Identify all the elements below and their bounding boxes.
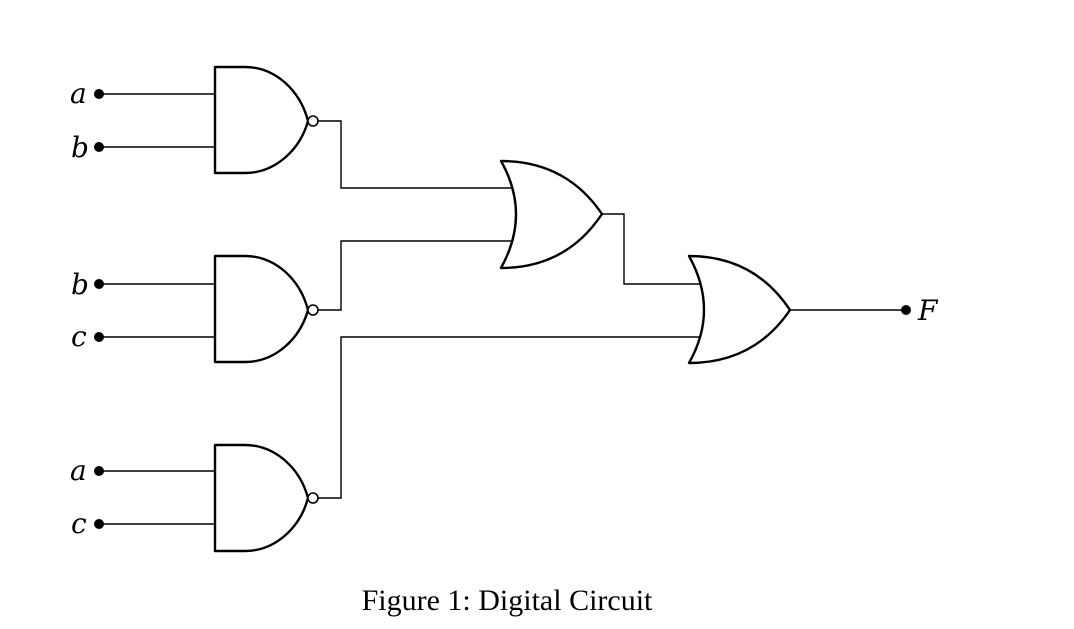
wire-nand1-to-or1 [318,120,514,189]
input-terminals [94,89,104,529]
or-gate-2 [687,254,792,365]
or-gate-1 [499,159,604,270]
terminal-dot [94,89,104,99]
input-label-c2: c [71,507,87,540]
inversion-bubble [307,115,319,127]
nand-gate-2 [213,254,319,364]
terminal-dot [94,279,104,289]
inversion-bubble [307,304,319,316]
figure-caption: Figure 1: Digital Circuit [361,584,653,617]
terminal-dot [94,142,104,152]
input-label-b2: b [71,268,89,301]
internal-wires [318,120,906,499]
wire-nand2-to-or1 [318,240,514,311]
output-terminal-dot [901,305,911,315]
inversion-bubble [307,492,319,504]
nand-gate-3 [213,443,319,553]
input-wires [99,93,215,525]
terminal-dot [94,519,104,529]
input-label-b1: b [71,131,89,164]
output-label: F [917,294,939,327]
terminal-dot [94,332,104,342]
input-label-a2: a [70,454,87,487]
input-labels: a b b c a c [70,77,89,540]
wire-or1-to-or2 [602,213,703,285]
wire-nand3-to-or2 [318,336,703,499]
terminal-dot [94,466,104,476]
nand-gate-1 [213,65,319,175]
input-label-c1: c [71,320,87,353]
input-label-a1: a [70,77,87,110]
